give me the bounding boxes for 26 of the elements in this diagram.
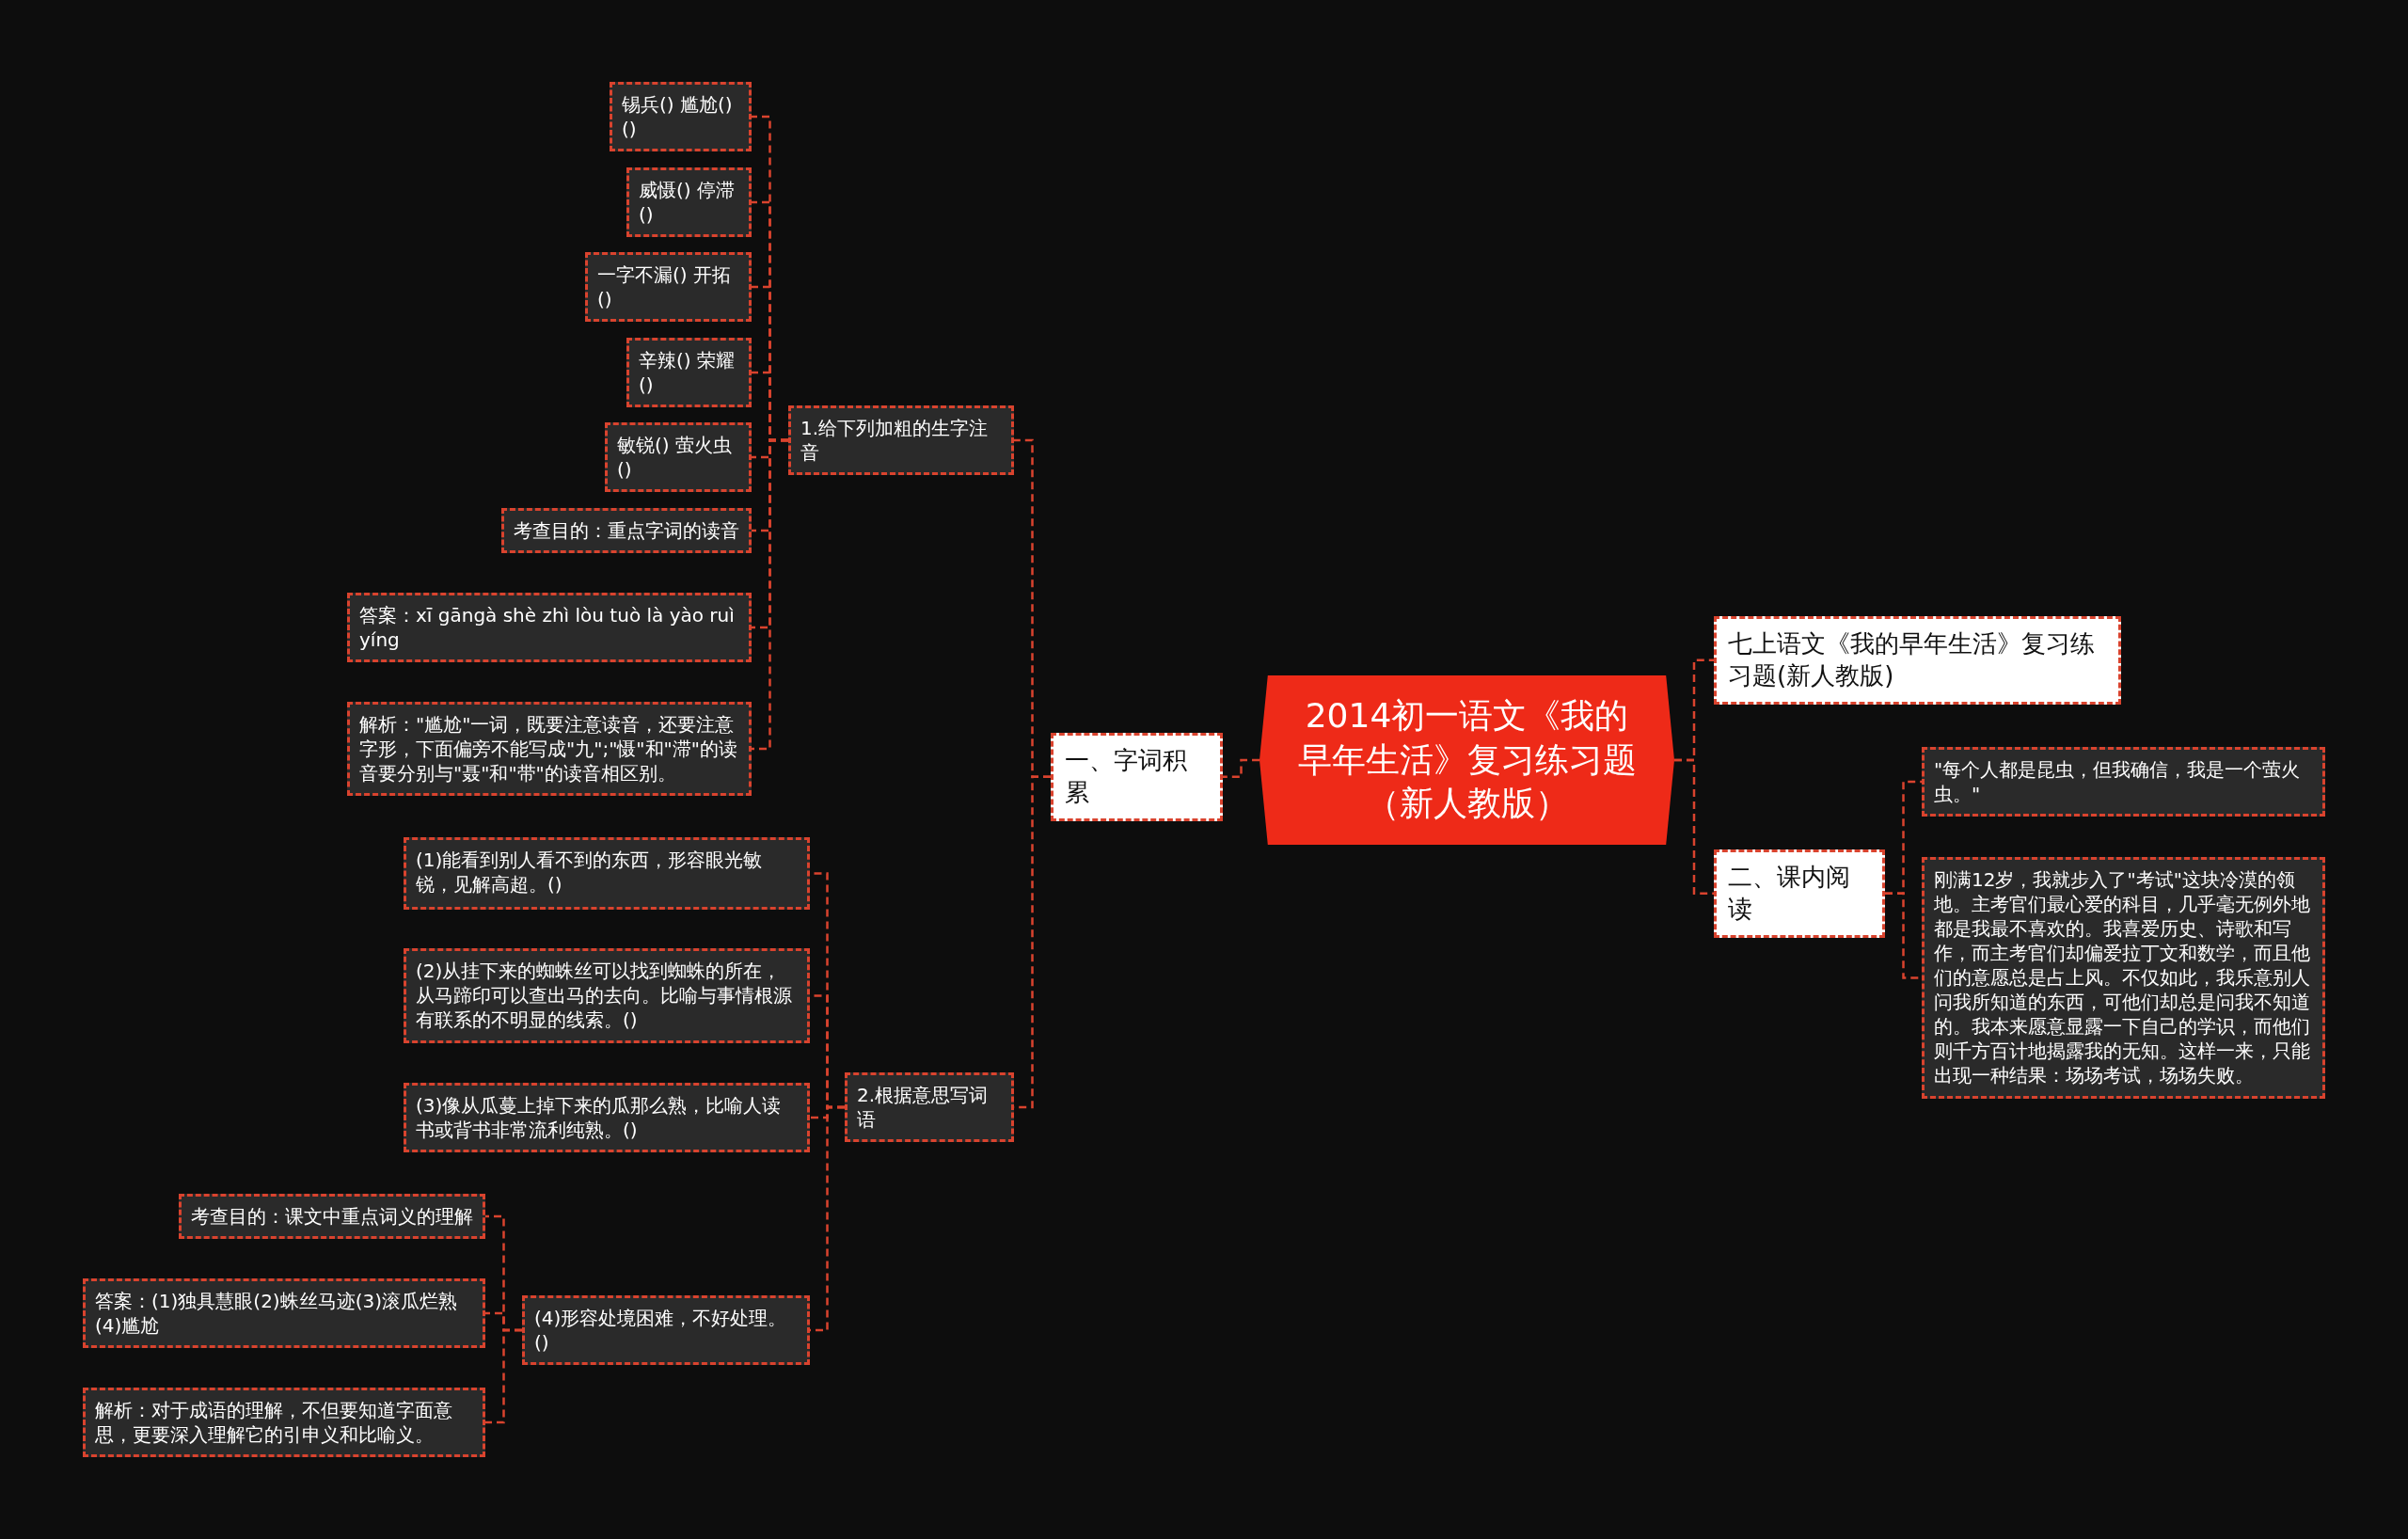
connector-line	[485, 1328, 522, 1424]
topic-box: 答案：xī gāngà shè zhì lòu tuò là yào ruì yíng	[347, 593, 752, 662]
topic-box: 1.给下列加粗的生字注音	[788, 405, 1014, 475]
topic-box: (2)从挂下来的蜘蛛丝可以找到蜘蛛的所在，从马蹄印可以查出马的去向。比喻与事情根源有联系的不明显的线索。()	[404, 948, 810, 1043]
topic-box: 解析：对于成语的理解，不但要知道字面意思，更要深入理解它的引申义和比喻义。	[83, 1388, 485, 1457]
topic-box: (1)能看到别人看不到的东西，形容眼光敏锐，见解高超。()	[404, 837, 810, 910]
topic-box: 敏锐() 萤火虫()	[605, 422, 752, 492]
topic-box: 答案：(1)独具慧眼(2)蛛丝马迹(3)滚瓜烂熟(4)尴尬	[83, 1278, 485, 1348]
topic-box: 解析："尴尬"一词，既要注意读音，还要注意字形，下面偏旁不能写成"九";"慑"和"滞"的读音要分别与"聂"和"带"的读音相区别。	[347, 702, 752, 796]
main-branch-box: 七上语文《我的早年生活》复习练习题(新人教版)	[1714, 616, 2121, 705]
topic-box: "每个人都是昆虫，但我确信，我是一个萤火虫。"	[1922, 747, 2325, 817]
connector-line	[752, 438, 788, 751]
topic-box: 辛辣() 荣耀()	[626, 338, 752, 407]
topic-box: 考查目的：重点字词的读音	[501, 508, 752, 553]
main-branch-box: 二、课内阅读	[1714, 849, 1885, 938]
connector-line	[1674, 758, 1714, 896]
topic-box: (4)形容处境困难，不好处理。()	[522, 1295, 810, 1365]
topic-box: 2.根据意思写词语	[845, 1072, 1014, 1142]
connector-line	[1223, 758, 1259, 779]
topic-box: 锡兵() 尴尬()()	[610, 82, 752, 151]
main-branch-box: 一、字词积累	[1051, 733, 1223, 821]
topic-box: 一字不漏() 开拓()	[585, 252, 752, 322]
topic-box: (3)像从瓜蔓上掉下来的瓜那么熟，比喻人读书或背书非常流利纯熟。()	[404, 1083, 810, 1152]
topic-box: 威慑() 停滞()	[626, 167, 752, 237]
topic-box: 考查目的：课文中重点词义的理解	[179, 1194, 485, 1239]
topic-box: 刚满12岁，我就步入了"考试"这块冷漠的领地。主考官们最心爱的科目，几乎毫无例外地都是我最不喜欢的。我喜爱历史、诗歌和写作，而主考官们却偏爱拉丁文和数学，而且他们的意愿总是占上风。不仅如此，我乐意别人问我所知道的东西，可他们却总是问我不知道的。我本来愿意显露一下自己的学识，而他们则千方百计地揭露我的无知。这样一来，只能出现一种结果：场场考试，场场失败。	[1922, 857, 2325, 1099]
